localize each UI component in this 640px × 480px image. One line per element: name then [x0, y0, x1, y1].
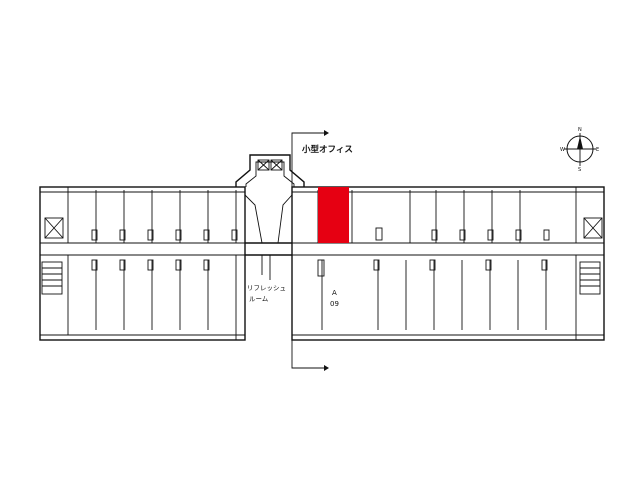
refresh-room-label-line2: ルーム — [249, 295, 269, 303]
compass-north: N — [578, 127, 582, 133]
entrance-arrow-top — [291, 130, 329, 187]
west-wing-rooms — [40, 187, 245, 340]
entrance-arrow-bottom — [291, 340, 329, 371]
refresh-room — [261, 255, 271, 280]
small-office-label: 小型オフィス — [301, 144, 353, 155]
compass-south: S — [578, 167, 581, 173]
elevator-hall — [235, 154, 305, 244]
unit-letter-label: A — [332, 289, 337, 297]
compass-east: E — [596, 147, 599, 153]
highlighted-unit[interactable] — [318, 187, 349, 243]
refresh-room-label-line1: リフレッシュ — [247, 284, 286, 292]
compass-icon: N S W E — [560, 127, 599, 173]
building-outline — [39, 186, 605, 341]
compass-west: W — [560, 147, 565, 153]
unit-number-label: 09 — [330, 300, 339, 308]
